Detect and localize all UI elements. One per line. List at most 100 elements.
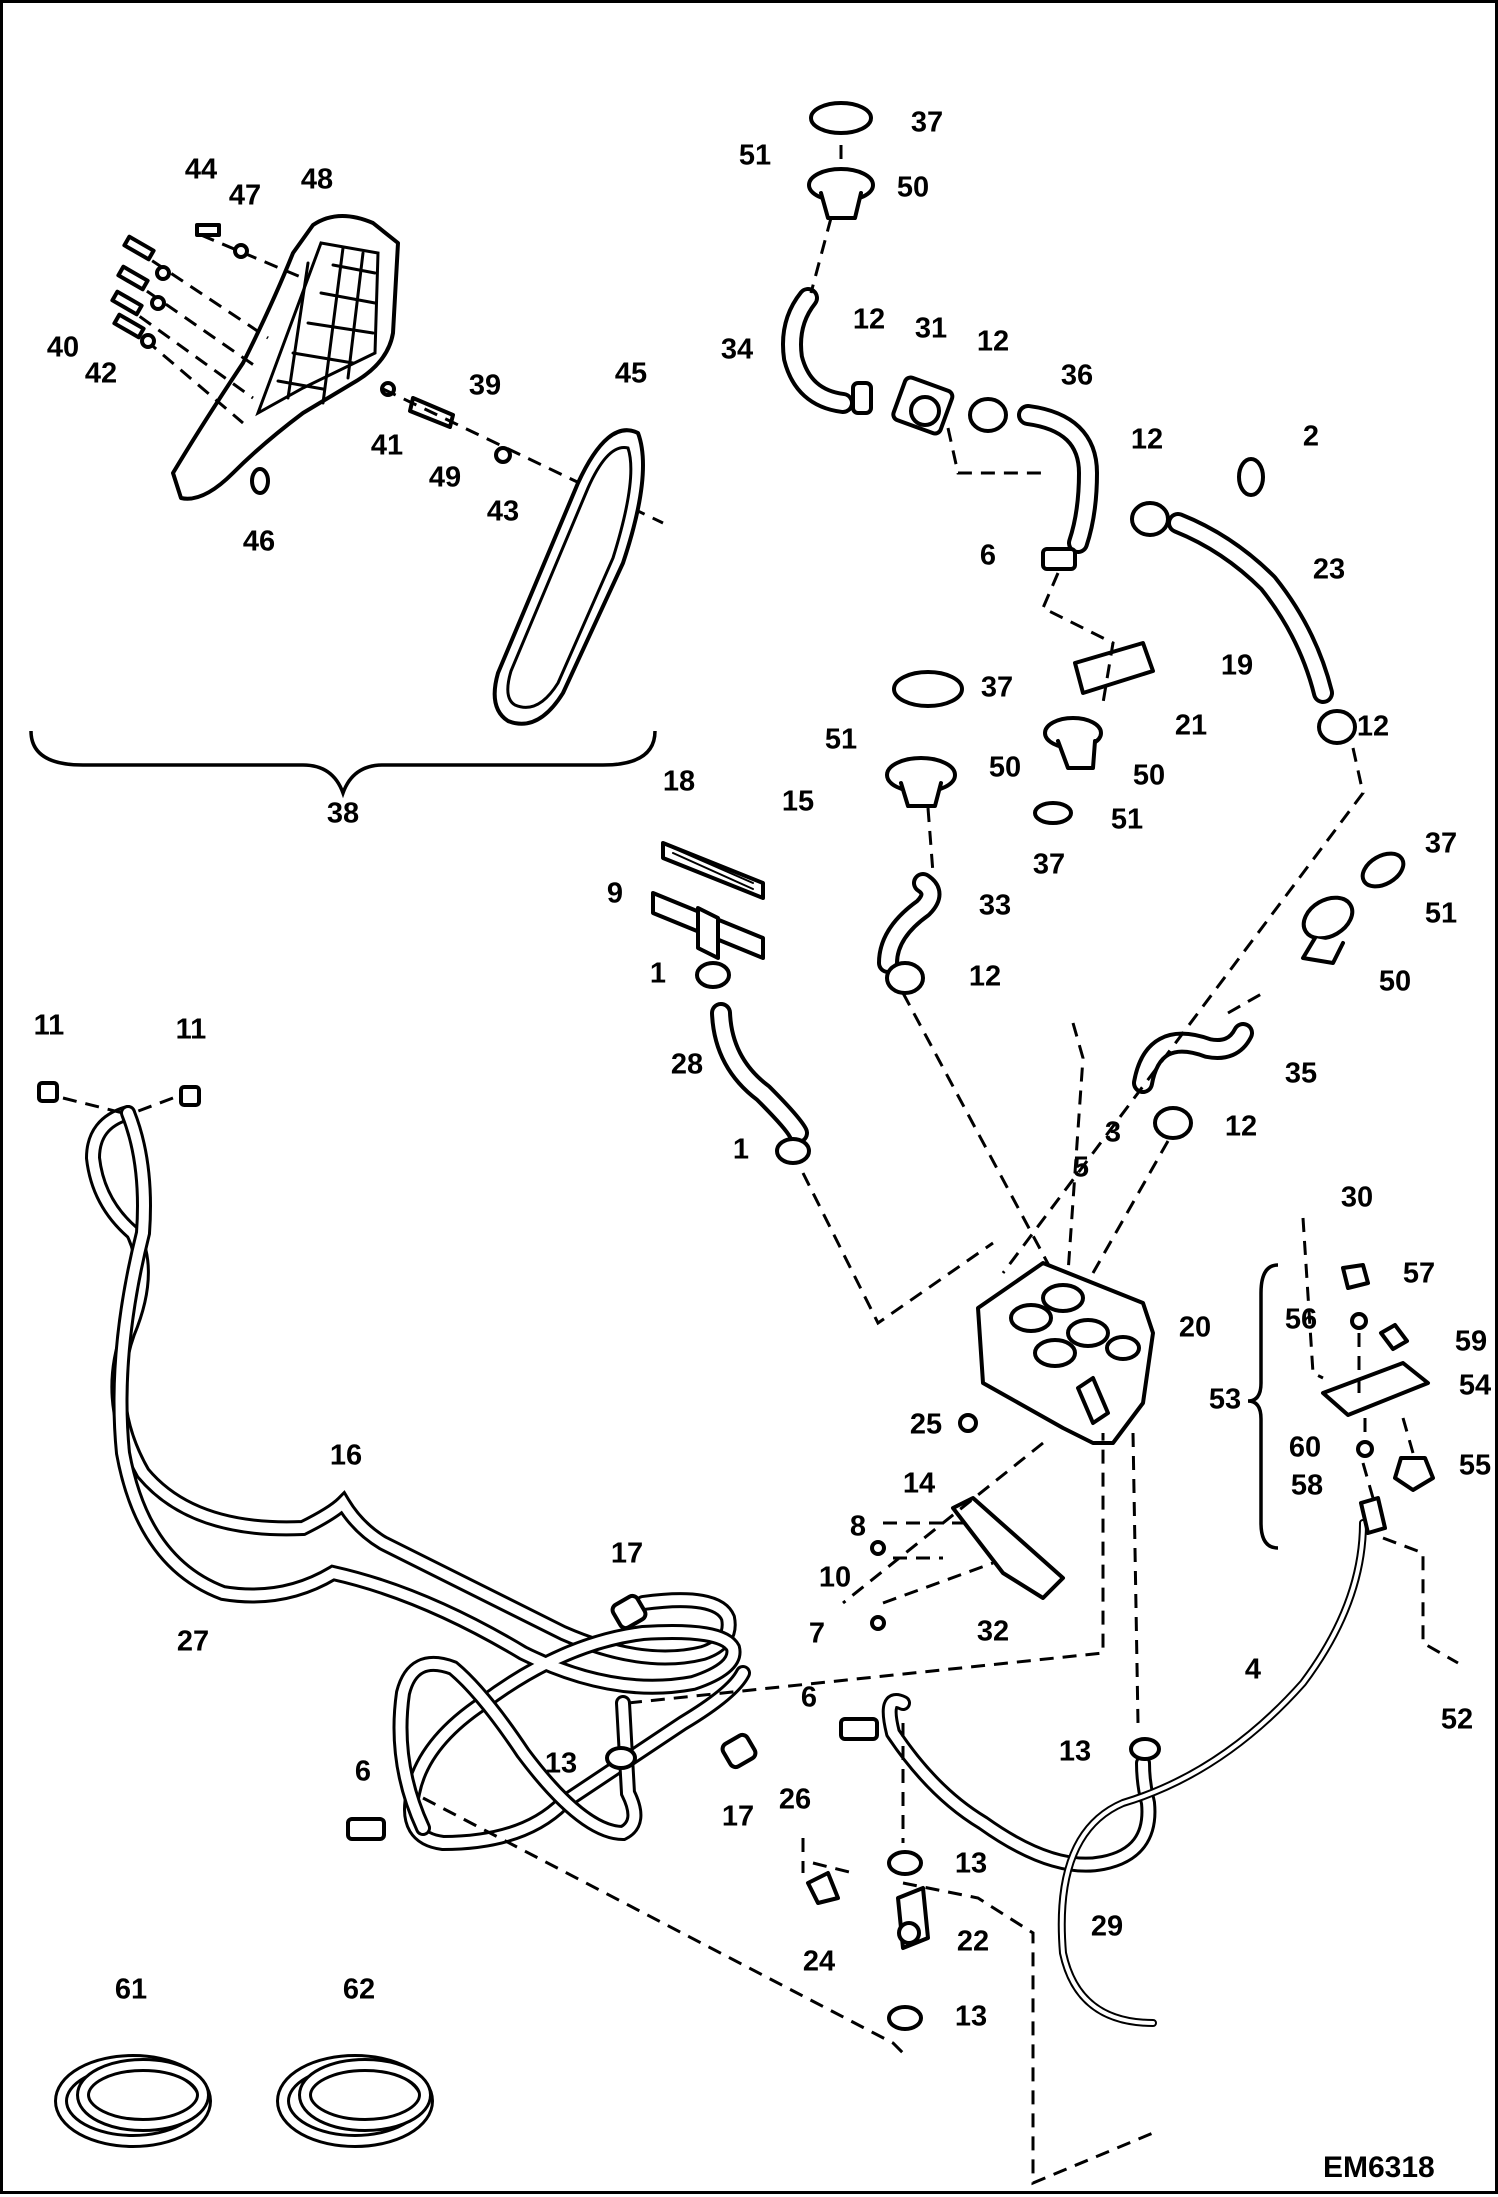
kit-brace-38 [29, 730, 657, 799]
callout-c3: 3 [1105, 1117, 1121, 1149]
hose-29 [881, 1693, 1157, 1873]
callout-c53: 53 [1209, 1384, 1241, 1416]
callout-c29: 29 [1091, 1911, 1123, 1943]
callout-c37b: 37 [981, 672, 1013, 704]
callout-c33: 33 [979, 890, 1011, 922]
vent-mid-right [1033, 641, 1155, 825]
cover-32 [870, 1413, 1065, 1631]
parts-diagram: 1123456667891011111212121212121313131314… [29, 101, 1491, 2186]
callout-c51d: 51 [1425, 898, 1457, 930]
callout-c32: 32 [977, 1616, 1009, 1648]
callout-c13c: 13 [955, 1848, 987, 1880]
callout-c5: 5 [1073, 1152, 1089, 1184]
callout-c39: 39 [469, 370, 501, 402]
callout-c12c: 12 [1131, 424, 1163, 456]
callout-c7: 7 [809, 1618, 825, 1650]
callout-c15: 15 [782, 786, 814, 818]
callout-c20: 20 [1179, 1312, 1211, 1344]
callout-c9: 9 [607, 878, 623, 910]
callout-c35: 35 [1285, 1058, 1317, 1090]
callout-c27: 27 [177, 1626, 209, 1658]
clip-11 [37, 1081, 201, 1115]
drive-belt [492, 428, 645, 726]
callout-c56: 56 [1285, 1304, 1317, 1336]
callout-c1a: 1 [650, 958, 666, 990]
callout-c14: 14 [903, 1468, 935, 1500]
callout-c50b: 50 [989, 752, 1021, 784]
callout-c46: 46 [243, 526, 275, 558]
callout-c6a: 6 [980, 540, 996, 572]
vent-top [807, 101, 875, 220]
clamp-13-right [1129, 1737, 1161, 1761]
heater-core-20 [976, 1261, 1155, 1445]
callout-c11b: 11 [176, 1014, 207, 1046]
clamp-12-hose-33 [885, 961, 925, 995]
clamp-13-left [605, 1746, 637, 1770]
housing-9 [651, 891, 765, 960]
hose-34 [781, 287, 854, 414]
clamp-12-hose-23-top [1130, 501, 1170, 537]
cable-4 [1057, 1519, 1367, 2027]
connection-lines-lower [422, 1432, 1154, 2186]
drawing-code: EM6318 [1323, 2151, 1435, 2184]
callout-c24: 24 [803, 1946, 835, 1978]
hose-33 [877, 872, 942, 974]
callout-c18: 18 [663, 766, 695, 798]
callout-c45: 45 [615, 358, 647, 390]
bracket-6-lower [839, 1717, 879, 1741]
callout-c43: 43 [487, 496, 519, 528]
vent-mid-left [885, 670, 964, 808]
switch-assembly-53 [1247, 1217, 1459, 1665]
hose-23 [1167, 512, 1334, 704]
callout-c12d: 12 [1357, 711, 1389, 743]
callout-c48: 48 [301, 164, 333, 196]
callout-c31: 31 [915, 313, 947, 345]
callout-c61: 61 [115, 1974, 147, 2006]
hose-coil-62 [276, 2054, 434, 2148]
hose-36 [1017, 404, 1099, 554]
callout-c21: 21 [1175, 710, 1207, 742]
hose-coil-61 [54, 2054, 212, 2148]
hose-35 [1132, 1022, 1254, 1094]
callout-c40: 40 [47, 332, 79, 364]
callout-c13a: 13 [545, 1748, 577, 1780]
callout-c8: 8 [850, 1511, 866, 1543]
clamp-1-bottom [775, 1137, 811, 1165]
connection-lines-upper [801, 145, 1365, 1326]
callout-c23: 23 [1313, 554, 1345, 586]
callout-c59: 59 [1455, 1326, 1487, 1358]
callout-c60: 60 [1289, 1432, 1321, 1464]
callout-c47: 47 [229, 180, 261, 212]
callout-c16: 16 [330, 1440, 362, 1472]
valve-31 [851, 375, 955, 436]
callout-c6c: 6 [355, 1756, 371, 1788]
callout-c12e: 12 [969, 961, 1001, 993]
callout-c50c: 50 [1133, 760, 1165, 792]
callout-c37a: 37 [911, 107, 943, 139]
callout-c36: 36 [1061, 360, 1093, 392]
callout-c51b: 51 [825, 724, 857, 756]
vent-right [1301, 851, 1406, 965]
callout-c19: 19 [1221, 650, 1253, 682]
callout-c30: 30 [1341, 1182, 1373, 1214]
callout-c2: 2 [1303, 421, 1319, 453]
callout-c49: 49 [429, 462, 461, 494]
callout-c12b: 12 [977, 326, 1009, 358]
callout-c6b: 6 [801, 1682, 817, 1714]
callout-c13d: 13 [955, 2001, 987, 2033]
callout-c34: 34 [721, 334, 753, 366]
callout-c11a: 11 [34, 1010, 65, 1042]
callout-c50d: 50 [1379, 966, 1411, 998]
clamp-1-top [695, 961, 731, 989]
callout-c57: 57 [1403, 1258, 1435, 1290]
callout-c58: 58 [1291, 1470, 1323, 1502]
clamp-12-upper [968, 397, 1008, 433]
callout-c37d: 37 [1425, 828, 1457, 860]
callout-c42: 42 [85, 358, 117, 390]
callout-c13b: 13 [1059, 1736, 1091, 1768]
callout-c50a: 50 [897, 172, 929, 204]
callout-c41: 41 [371, 430, 403, 462]
callout-c26: 26 [779, 1784, 811, 1816]
callout-c12a: 12 [853, 304, 885, 336]
